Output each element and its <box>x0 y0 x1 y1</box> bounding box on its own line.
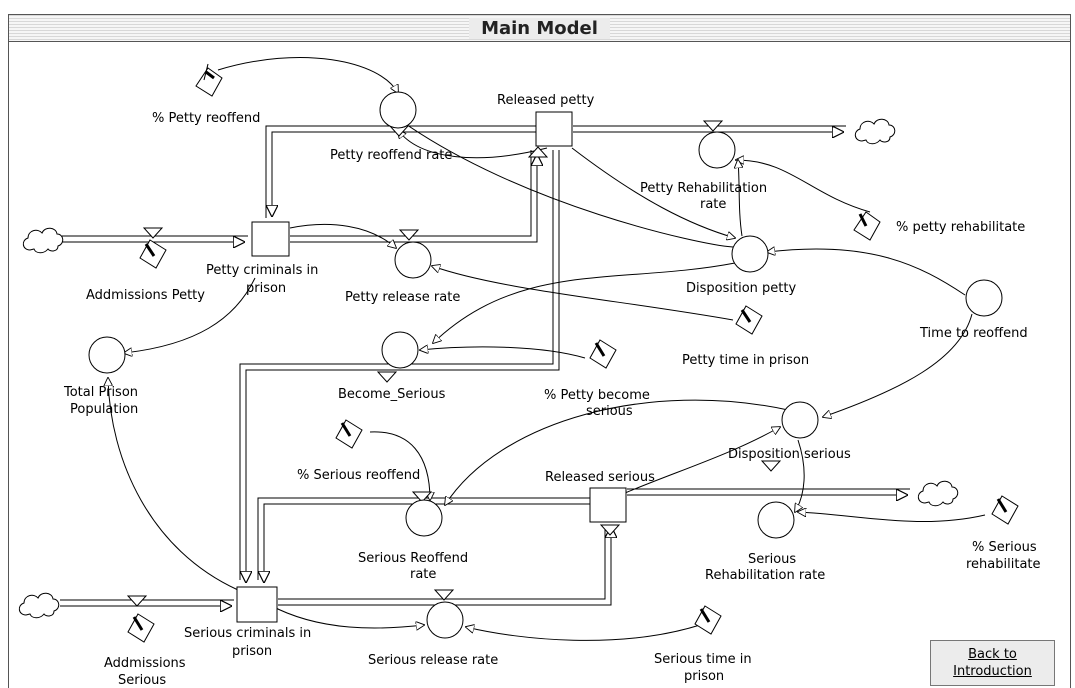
converter-become-serious <box>381 331 419 369</box>
stocks <box>236 111 627 623</box>
converter-serious-rehab-rate <box>757 501 795 539</box>
converter-disposition-serious <box>781 401 819 439</box>
stock-serious-criminals <box>236 586 278 623</box>
converter-serious-release-rate <box>426 601 464 639</box>
label-petty-rehab-rate-1: Petty Rehabilitation <box>640 181 767 196</box>
title-bar: Main Model <box>8 14 1071 42</box>
converter-petty-rehab-rate <box>698 131 736 169</box>
label-serious-rehabilitate-pct-2: rehabilitate <box>966 557 1041 572</box>
label-total-prison-1: Total Prison <box>63 385 138 400</box>
converter-total-prison <box>88 336 126 374</box>
label-petty-become-serious-2: serious <box>586 404 633 419</box>
cloud-icon <box>18 592 60 619</box>
valves <box>126 120 782 607</box>
param-admissions-serious <box>127 613 155 643</box>
param-petty-time-in-prison <box>735 305 763 335</box>
param-serious-time-in-prison <box>694 605 722 635</box>
param-petty-rehabilitate-pct <box>853 211 881 241</box>
back-button-line2: Introduction <box>953 664 1032 679</box>
converter-time-to-reoffend <box>965 279 1003 317</box>
label-admissions-serious-1: Addmissions <box>104 656 186 671</box>
label-serious-rehab-rate-1: Serious <box>748 552 796 567</box>
label-disposition-serious: Disposition serious <box>728 447 851 462</box>
label-serious-time-in-prison-1: Serious time in <box>654 652 752 667</box>
label-serious-criminals-2: prison <box>232 644 272 659</box>
label-petty-reoffend-rate: Petty reoffend rate <box>330 148 452 163</box>
label-serious-reoffend-rate-1: Serious Reoffend <box>358 551 468 566</box>
back-to-introduction-button[interactable]: Back to Introduction <box>930 640 1055 686</box>
cloud-icon <box>22 227 64 254</box>
label-serious-rehab-rate-2: Rehabilitation rate <box>705 568 825 583</box>
converter-petty-release-rate <box>394 241 432 279</box>
stock-released-petty <box>535 111 573 147</box>
cloud-icon <box>917 480 959 507</box>
label-serious-time-in-prison-2: prison <box>684 669 724 684</box>
converters <box>88 91 1003 639</box>
label-disposition-petty: Disposition petty <box>686 281 796 296</box>
param-serious-reoffend-pct <box>335 419 363 449</box>
stock-petty-criminals <box>251 221 290 257</box>
label-petty-rehabilitate-pct: % petty rehabilitate <box>896 220 1025 235</box>
label-serious-release-rate: Serious release rate <box>368 653 498 668</box>
label-total-prison-2: Population <box>70 402 138 417</box>
param-petty-become-serious <box>589 339 617 369</box>
label-serious-rehabilitate-pct-1: % Serious <box>972 540 1037 555</box>
cloud-icon <box>854 118 896 145</box>
label-released-petty: Released petty <box>497 93 595 108</box>
label-petty-time-in-prison: Petty time in prison <box>682 353 809 368</box>
label-petty-release-rate: Petty release rate <box>345 290 460 305</box>
label-admissions-petty: Addmissions Petty <box>86 288 205 303</box>
label-time-to-reoffend: Time to reoffend <box>919 326 1028 341</box>
label-petty-criminals-1: Petty criminals in <box>206 263 318 278</box>
label-petty-reoffend-pct: % Petty reoffend <box>152 111 260 126</box>
converter-disposition-petty <box>731 235 769 273</box>
label-released-serious: Released serious <box>545 470 655 485</box>
flow-pipes <box>60 125 910 606</box>
model-canvas-frame <box>8 42 1071 688</box>
param-petty-reoffend-pct <box>195 63 223 97</box>
label-admissions-serious-2: Serious <box>118 673 166 688</box>
param-serious-rehabilitate-pct <box>991 495 1019 525</box>
clouds <box>18 118 959 619</box>
converter-serious-reoffend-rate <box>405 499 443 537</box>
parameters <box>127 63 1019 643</box>
label-petty-become-serious-1: % Petty become <box>544 388 650 403</box>
label-serious-reoffend-pct: % Serious reoffend <box>297 468 420 483</box>
label-serious-criminals-1: Serious criminals in <box>184 626 311 641</box>
back-button-line1: Back to <box>968 647 1017 662</box>
window-title: Main Model <box>469 17 610 39</box>
label-serious-reoffend-rate-2: rate <box>410 567 436 582</box>
stock-released-serious <box>589 487 627 523</box>
label-become-serious: Become_Serious <box>338 387 446 402</box>
labels: % Petty reoffend Released petty Petty re… <box>63 93 1041 688</box>
converter-petty-reoffend-rate <box>379 91 417 129</box>
label-petty-criminals-2: prison <box>246 281 286 296</box>
connectors <box>108 57 986 641</box>
param-admissions-petty <box>139 239 167 269</box>
label-petty-rehab-rate-2: rate <box>700 197 726 212</box>
